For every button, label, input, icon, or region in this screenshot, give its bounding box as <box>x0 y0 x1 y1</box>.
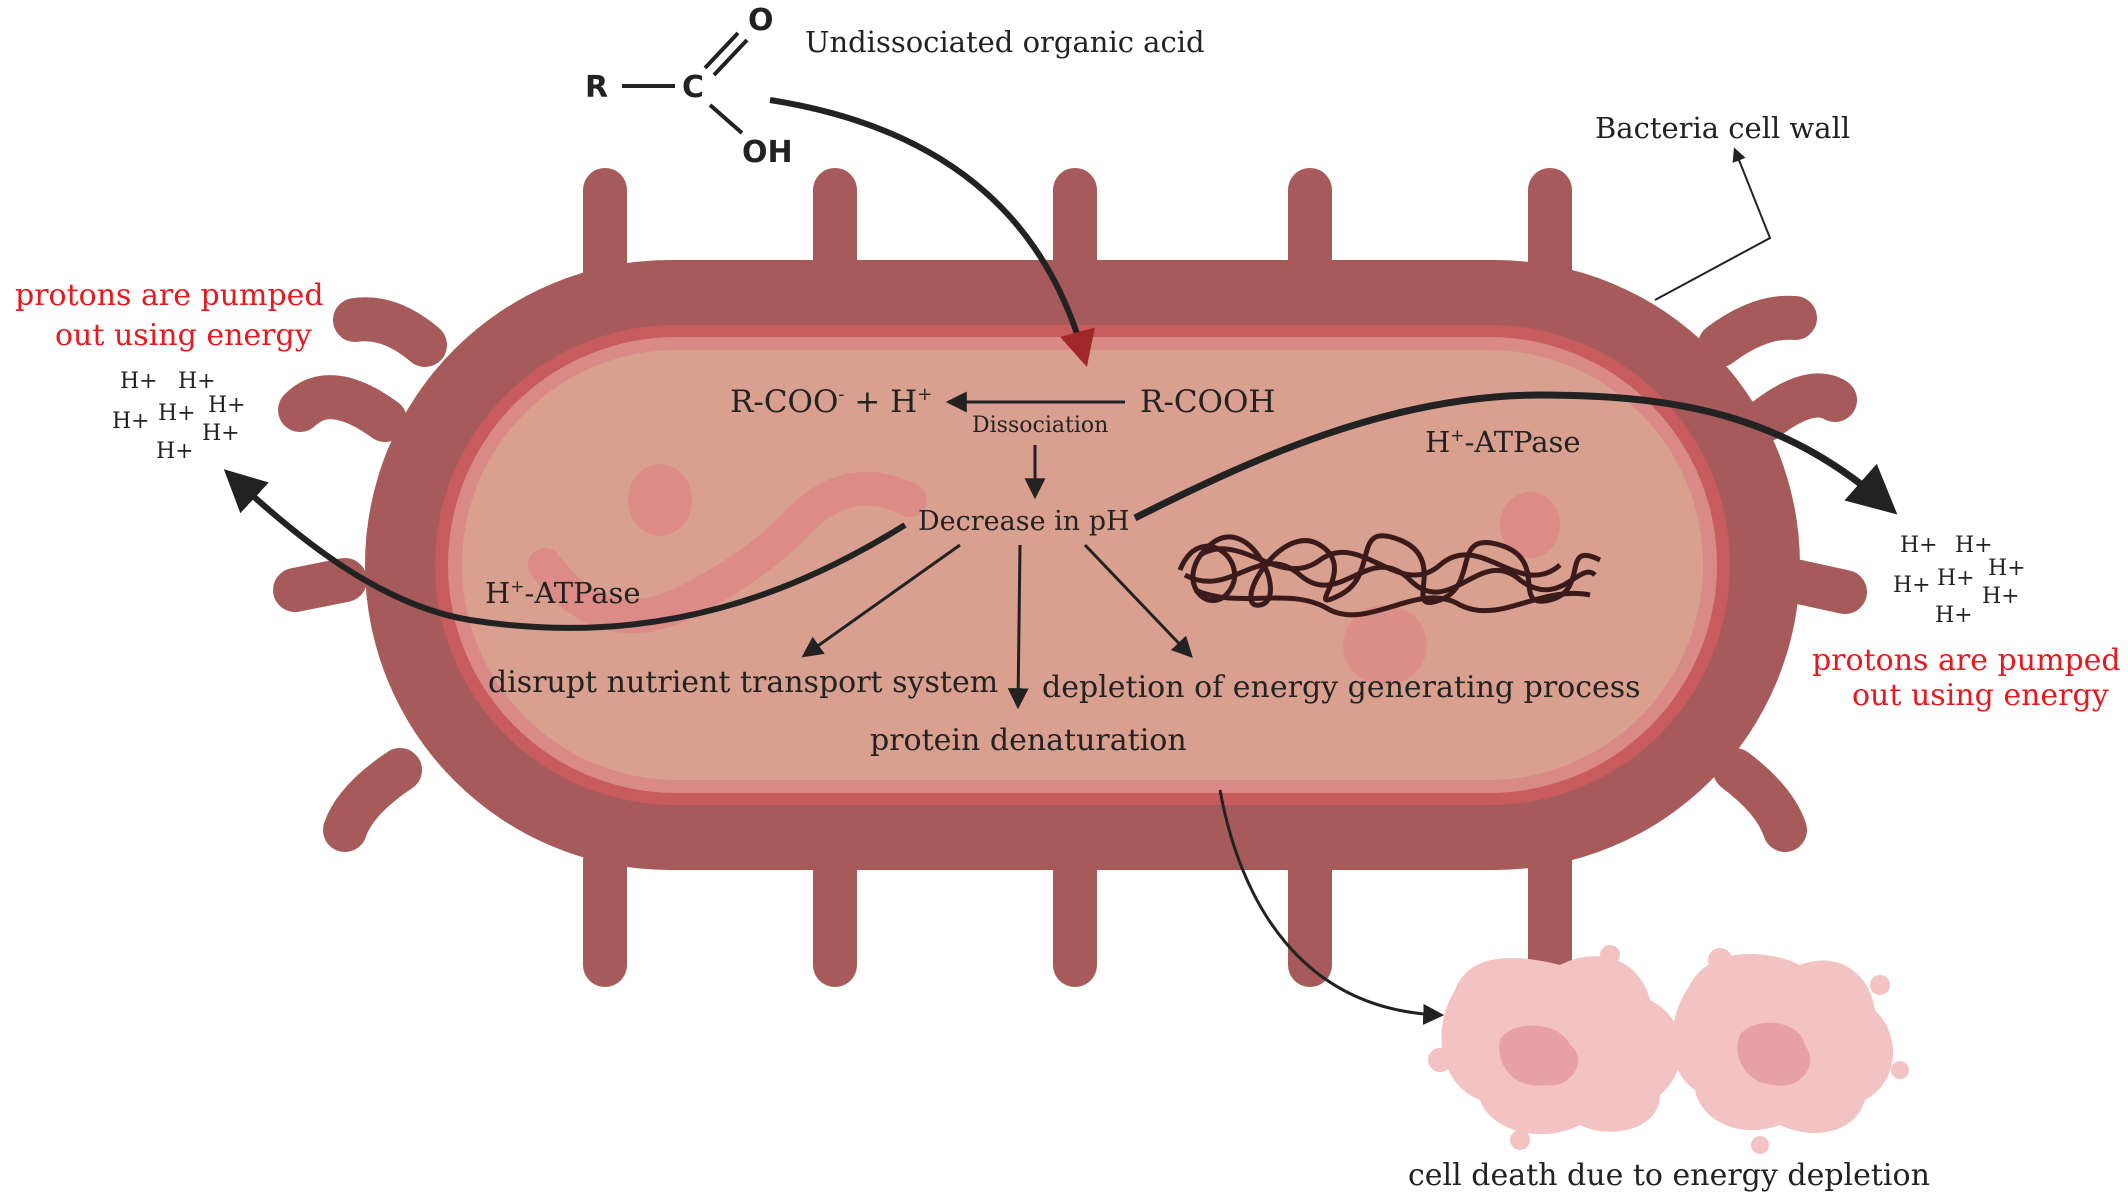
right-pump-arrow <box>1133 391 1898 522</box>
proton: H+ <box>1893 573 1931 598</box>
molecule-c: C <box>682 70 704 105</box>
h-atpase-left-label: H+-ATPase <box>485 576 641 610</box>
cell-death-arrow <box>1218 789 1445 1025</box>
acid-entry-arrow <box>769 97 1095 367</box>
cytoplasm <box>462 350 1703 780</box>
granule <box>628 464 692 536</box>
proton-cluster-left: H+ H+ H+ H+ H+ H+ H+ <box>112 369 246 464</box>
rcoo-label: R-COO- + H+ <box>730 384 932 420</box>
proton: H+ <box>208 393 246 418</box>
dna-nucleoid <box>1177 533 1602 618</box>
protons-pumped-right-line2: out using energy <box>1852 678 2109 713</box>
proton: H+ <box>1982 584 2020 609</box>
proton: H+ <box>156 439 194 464</box>
cell-death-label: cell death due to energy depletion <box>1408 1158 1930 1193</box>
ph-to-nutrient-arrow <box>801 543 961 658</box>
left-pump-arrow <box>223 469 907 631</box>
dead-cell <box>1428 945 1682 1150</box>
ph-to-energy-arrow <box>1083 543 1193 659</box>
pili <box>273 168 1867 987</box>
proton-cluster-right: H+ H+ H+ H+ H+ H+ H+ <box>1893 533 2026 628</box>
proton: H+ <box>120 369 158 394</box>
nutrient-transport-label: disrupt nutrient transport system <box>488 665 998 700</box>
molecule-o: O <box>748 3 774 38</box>
molecule-r: R <box>585 70 608 105</box>
rcooh-label: R-COOH <box>1140 384 1275 420</box>
dead-cell <box>1671 948 1909 1154</box>
proton: H+ <box>202 421 240 446</box>
proton: H+ <box>1955 533 1993 558</box>
arrows <box>223 97 1898 1025</box>
proton: H+ <box>1935 603 1973 628</box>
proton: H+ <box>1937 566 1975 591</box>
molecule-oh: OH <box>742 135 793 170</box>
cell-wall-label: Bacteria cell wall <box>1595 111 1850 145</box>
protons-pumped-left-line1: protons are pumped <box>15 278 324 313</box>
proton: H+ <box>1900 533 1938 558</box>
protons-pumped-left-line2: out using energy <box>55 318 312 353</box>
proton: H+ <box>158 401 196 426</box>
granule <box>1343 605 1427 685</box>
proton: H+ <box>1988 556 2026 581</box>
proton: H+ <box>112 409 150 434</box>
energy-depletion-label: depletion of energy generating process <box>1042 670 1641 705</box>
undissociated-acid-label: Undissociated organic acid <box>805 25 1205 59</box>
proton: H+ <box>178 369 216 394</box>
protein-denaturation-label: protein denaturation <box>870 723 1187 758</box>
dissociation-label: Dissociation <box>972 413 1108 438</box>
cell-wall-pointer <box>1654 147 1772 301</box>
bacterium <box>273 168 1867 987</box>
h-atpase-right-label: H+-ATPase <box>1425 425 1581 459</box>
decrease-ph-label: Decrease in pH <box>918 506 1130 537</box>
protons-pumped-right-line1: protons are pumped <box>1812 643 2121 678</box>
organic-acid-molecule: R C O OH <box>585 3 793 170</box>
dead-cells <box>1428 945 1909 1154</box>
ph-to-protein-arrow <box>1007 544 1029 710</box>
granule <box>1500 492 1560 558</box>
plasmid-strand <box>528 471 927 634</box>
